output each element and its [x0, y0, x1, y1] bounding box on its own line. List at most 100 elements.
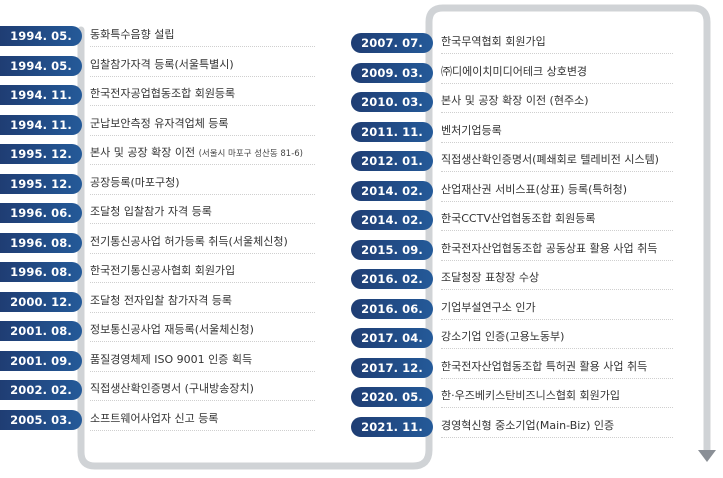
event-text: 기업부설연구소 인가 [441, 298, 673, 320]
event-label: 군납보안측정 유자격업체 등록 [90, 116, 229, 130]
date-badge: 2010. 03. [351, 92, 433, 112]
event-text: 한·우즈베키스탄비즈니스협회 회원가입 [441, 386, 673, 408]
event-label: 공장등록(마포구청) [90, 175, 180, 189]
date-badge: 2017. 12. [351, 357, 433, 378]
event-text: 한국전자산업협동조합 공동상표 활용 사업 취득 [441, 239, 673, 261]
timeline-item: 1995. 12. 공장등록(마포구청) [0, 173, 315, 195]
event-text: 산업재산권 서비스표(상표) 등록(특허청) [441, 180, 673, 202]
event-label: 한국무역협회 회원가입 [441, 35, 546, 48]
date-badge: 2016. 02. [351, 269, 433, 289]
date-badge: 2001. 08. [0, 321, 82, 341]
timeline-item: 2002. 02. 직접생산확인증명서 (구내방송장치) [0, 379, 315, 401]
event-text: 입찰참가자격 등록(서울특별시) [90, 55, 315, 77]
event-label: 경영혁신형 중소기업(Main-Biz) 인증 [441, 418, 615, 432]
date-badge: 1996. 08. [0, 262, 82, 282]
event-text: 정보통신공사업 재등록(서울체신청) [90, 320, 315, 342]
event-label: 직접생산확인증명서 (구내방송장치) [90, 382, 254, 395]
event-note: (서울시 마포구 성산동 81-6) [198, 149, 303, 159]
event-text: 한국전자공업협동조합 회원등록 [90, 84, 315, 106]
event-label: 본사 및 공장 확장 이전 (현주소) [441, 94, 589, 107]
timeline-item: 2001. 09. 품질경영체제 ISO 9001 인증 획득 [0, 350, 315, 372]
timeline-item: 2014. 02. 산업재산권 서비스표(상표) 등록(특허청) [351, 180, 673, 202]
timeline-item: 1994. 11. 군납보안측정 유자격업체 등록 [0, 114, 315, 136]
event-text: 경영혁신형 중소기업(Main-Biz) 인증 [441, 416, 673, 438]
date-badge: 2005. 03. [0, 409, 82, 430]
event-label: 한국전자산업협동조합 특허권 활용 사업 취득 [441, 359, 648, 373]
timeline-item: 2017. 12. 한국전자산업협동조합 특허권 활용 사업 취득 [351, 357, 673, 379]
event-label: 동화특수음향 설립 [90, 28, 175, 41]
timeline-item: 2020. 05. 한·우즈베키스탄비즈니스협회 회원가입 [351, 386, 673, 408]
event-text: 본사 및 공장 확장 이전 (서울시 마포구 성산동 81-6) [90, 143, 315, 165]
date-badge: 1996. 06. [0, 203, 82, 223]
timeline-item: 2016. 06.기업부설연구소 인가 [351, 298, 673, 320]
date-badge: 2014. 02. [351, 180, 433, 201]
event-text: 공장등록(마포구청) [90, 173, 315, 195]
date-badge: 1994. 05. [0, 55, 82, 76]
timeline-item: 2016. 02. 조달청장 표창장 수상 [351, 268, 673, 290]
event-label: 정보통신공사업 재등록(서울체신청) [90, 323, 254, 336]
event-text: 품질경영체제 ISO 9001 인증 획득 [90, 350, 315, 372]
date-badge: 1995. 12. [0, 173, 82, 194]
timeline-item: 1995. 12. 본사 및 공장 확장 이전 (서울시 마포구 성산동 81-6… [0, 143, 315, 165]
event-text: 강소기업 인증(고용노동부) [441, 327, 673, 349]
timeline-item: 1994. 05. 동화특수음향 설립 [0, 26, 315, 47]
timeline-item: 1996. 08. 한국전기통신공사협회 회원가입 [0, 262, 315, 283]
timeline-item: 2015. 09. 한국전자산업협동조합 공동상표 활용 사업 취득 [351, 239, 673, 261]
event-label: 조달청장 표창장 수상 [441, 271, 540, 284]
event-label: 품질경영체제 ISO 9001 인증 획득 [90, 352, 253, 366]
event-text: 조달청 입찰참가 자격 등록 [90, 202, 315, 224]
timeline-item: 2009. 03. ㈜디에이치미디어테크 상호변경 [351, 62, 673, 84]
timeline-item: 2010. 03. 본사 및 공장 확장 이전 (현주소) [351, 91, 673, 113]
date-badge: 1994. 05. [0, 26, 82, 46]
event-text: 벤처기업등록 [441, 121, 673, 143]
event-text: 한국CCTV산업협동조합 회원등록 [441, 209, 673, 231]
date-badge: 2009. 03. [351, 62, 433, 83]
event-label: 산업재산권 서비스표(상표) 등록(특허청) [441, 182, 628, 196]
event-label: 강소기업 인증(고용노동부) [441, 330, 565, 343]
timeline-item: 2017. 04. 강소기업 인증(고용노동부) [351, 327, 673, 349]
event-label: 한국전기통신공사협회 회원가입 [90, 264, 236, 277]
event-text: 조달청 전자입찰 참가자격 등록 [90, 291, 315, 313]
date-badge: 2001. 09. [0, 350, 82, 371]
event-label: 본사 및 공장 확장 이전 [90, 146, 196, 159]
event-label: 한국전자산업협동조합 공동상표 활용 사업 취득 [441, 241, 658, 255]
event-label: 입찰참가자격 등록(서울특별시) [90, 57, 234, 71]
date-badge: 2002. 02. [0, 380, 82, 400]
timeline-item: 2001. 08. 정보통신공사업 재등록(서울체신청) [0, 320, 315, 342]
date-badge: 2011. 11. [351, 121, 433, 142]
date-badge: 2012. 01. [351, 151, 433, 171]
timeline-item: 1994. 05. 입찰참가자격 등록(서울특별시) [0, 55, 315, 77]
event-label: 한·우즈베키스탄비즈니스협회 회원가입 [441, 389, 621, 402]
event-text: 직접생산확인증명서(폐쇄회로 텔레비전 시스템) [441, 150, 673, 172]
event-label: 소프트웨어사업자 신고 등록 [90, 411, 219, 425]
event-label: 전기통신공사업 허가등록 취득(서울체신청) [90, 234, 288, 248]
date-badge: 2020. 05. [351, 387, 433, 407]
event-text: 한국전자산업협동조합 특허권 활용 사업 취득 [441, 357, 673, 379]
event-text: 직접생산확인증명서 (구내방송장치) [90, 379, 315, 401]
timeline-item: 2014. 02. 한국CCTV산업협동조합 회원등록 [351, 209, 673, 231]
timeline-item: 2007. 07. 한국무역협회 회원가입 [351, 33, 673, 54]
date-badge: 1994. 11. [0, 85, 82, 105]
timeline-item: 2011. 11. 벤처기업등록 [351, 121, 673, 143]
date-badge: 2000. 12. [0, 291, 82, 312]
event-text: 소프트웨어사업자 신고 등록 [90, 409, 315, 431]
event-label: 조달청 입찰참가 자격 등록 [90, 205, 212, 218]
event-text: ㈜디에이치미디어테크 상호변경 [441, 62, 673, 84]
date-badge: 1994. 11. [0, 114, 82, 135]
date-badge: 2007. 07. [351, 33, 433, 53]
date-badge: 2017. 04. [351, 328, 433, 348]
event-text: 조달청장 표창장 수상 [441, 268, 673, 290]
event-label: 조달청 전자입찰 참가자격 등록 [90, 293, 233, 307]
event-label: 한국전자공업협동조합 회원등록 [90, 87, 236, 100]
timeline-item: 2012. 01. 직접생산확인증명서(폐쇄회로 텔레비전 시스템) [351, 150, 673, 172]
timeline-item: 1994. 11. 한국전자공업협동조합 회원등록 [0, 84, 315, 106]
date-badge: 2014. 02. [351, 210, 433, 230]
date-badge: 2015. 09. [351, 239, 433, 260]
timeline-item: 1996. 08. 전기통신공사업 허가등록 취득(서울체신청) [0, 232, 315, 254]
date-badge: 1996. 08. [0, 232, 82, 253]
event-text: 본사 및 공장 확장 이전 (현주소) [441, 91, 673, 113]
date-badge: 1995. 12. [0, 144, 82, 164]
event-label: 기업부설연구소 인가 [441, 300, 536, 314]
